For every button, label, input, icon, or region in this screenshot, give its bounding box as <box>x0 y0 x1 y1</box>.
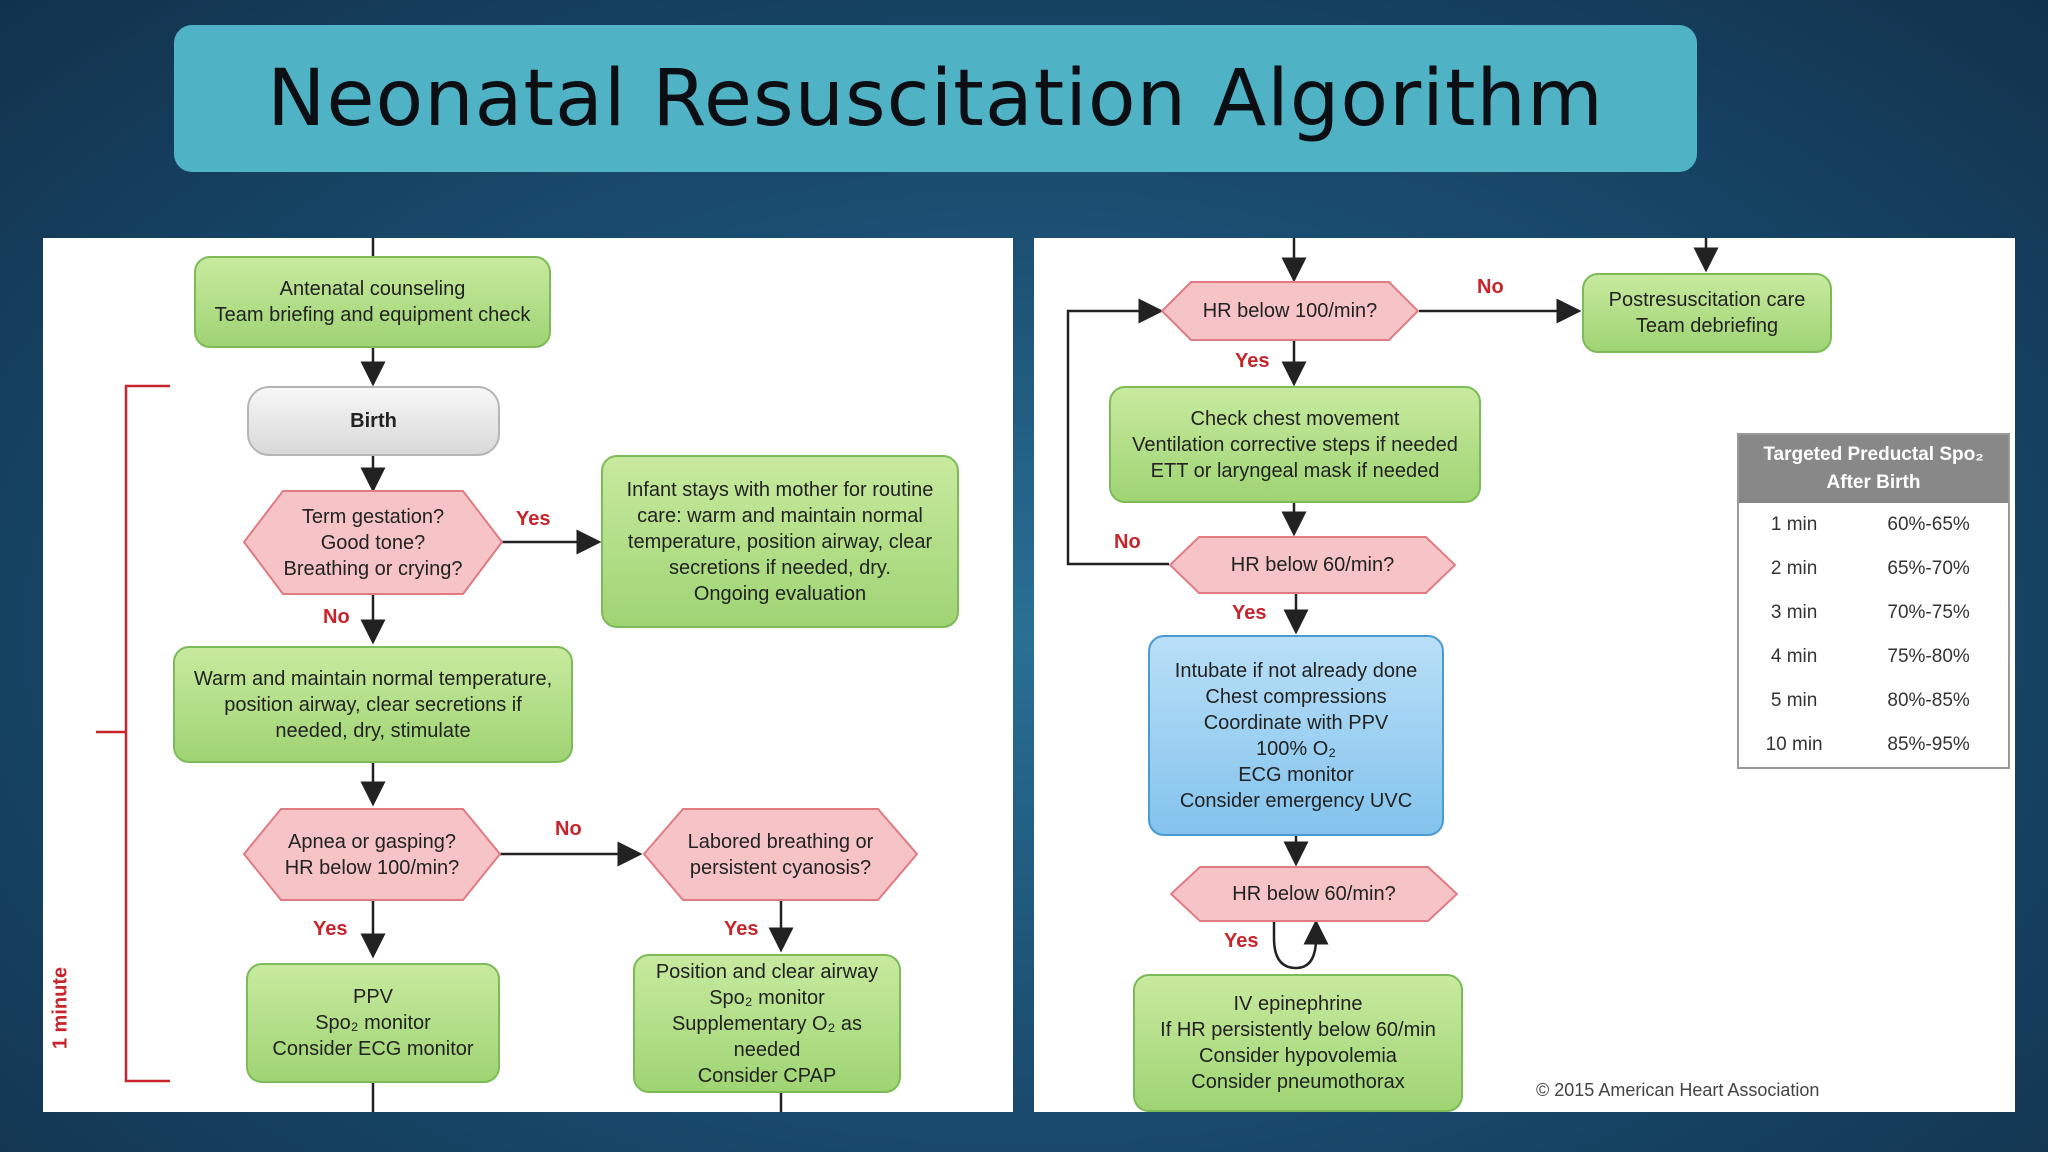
labored-line: Labored breathing or <box>687 830 874 853</box>
warm-line: position airway, clear secretions if <box>224 693 522 716</box>
tone-line: Good tone? <box>320 531 426 554</box>
table-row: 4 min 75%-80% <box>1738 635 2009 679</box>
yes-label: Yes <box>1235 350 1270 372</box>
warm-maintain-box: Warm and maintain normal temperature, po… <box>173 646 573 763</box>
right-connectors <box>1066 238 1719 970</box>
intubate-line: Intubate if not already done <box>1174 659 1418 682</box>
flowchart-right-panel: HR below 100/min? No Yes Postresuscitati… <box>1034 238 2015 1112</box>
check-line: Check chest movement <box>1190 407 1400 430</box>
infant-stays-box: Infant stays with mother for routine car… <box>601 455 959 628</box>
term-gestation-decision: Term gestation? Good tone? Breathing or … <box>243 490 503 595</box>
yes-label: Yes <box>1224 930 1259 952</box>
antenatal-counseling-box: Antenatal counseling Team briefing and e… <box>194 256 551 348</box>
intubate-line: ECG monitor <box>1238 763 1354 786</box>
table-header: Targeted Preductal Spo₂ After Birth <box>1738 434 2009 503</box>
iv-line: If HR persistently below 60/min <box>1160 1019 1436 1041</box>
breathing-line: Breathing or crying? <box>283 557 463 580</box>
no-label: No <box>323 606 350 628</box>
range-cell: 60%-65% <box>1887 514 1970 535</box>
hr60-decision-b: HR below 60/min? <box>1170 866 1458 922</box>
iv-line: IV epinephrine <box>1233 993 1363 1015</box>
infant-line: Infant stays with mother for routine <box>626 478 934 501</box>
intubate-box: Intubate if not already done Chest compr… <box>1148 635 1444 836</box>
time-cell: 1 min <box>1770 514 1818 535</box>
intubate-line: Coordinate with PPV <box>1203 711 1389 734</box>
hr100-decision: HR below 100/min? <box>1161 281 1419 341</box>
no-label: No <box>1477 276 1504 298</box>
time-cell: 2 min <box>1770 558 1818 579</box>
birth-label: Birth <box>350 410 397 432</box>
antenatal-line: Antenatal counseling <box>279 278 466 300</box>
postresus-line: Postresuscitation care <box>1608 289 1806 311</box>
position-line: Consider CPAP <box>697 1064 837 1087</box>
check-chest-box: Check chest movement Ventilation correct… <box>1109 386 1481 503</box>
term-line: Term gestation? <box>301 505 445 528</box>
hr60-label: HR below 60/min? <box>1230 554 1395 576</box>
copyright-text: © 2015 American Heart Association <box>1536 1080 1820 1100</box>
warm-line: Warm and maintain normal temperature, <box>193 667 553 690</box>
apnea-decision: Apnea or gasping? HR below 100/min? <box>243 808 501 901</box>
time-cell: 3 min <box>1770 602 1818 623</box>
position-line: Spo₂ monitor <box>709 986 825 1009</box>
position-clear-airway-box: Position and clear airway Spo₂ monitor S… <box>633 954 901 1093</box>
check-line: Ventilation corrective steps if needed <box>1132 433 1458 456</box>
range-cell: 65%-70% <box>1887 558 1970 579</box>
one-minute-label: 1 minute <box>49 966 72 1050</box>
hr100-line: HR below 100/min? <box>284 856 460 879</box>
iv-epinephrine-box: IV epinephrine If HR persistently below … <box>1133 974 1463 1112</box>
table-row: 1 min 60%-65% <box>1738 503 2009 547</box>
ppv-box: PPV Spo₂ monitor Consider ECG monitor <box>246 963 500 1083</box>
labored-breathing-decision: Labored breathing or persistent cyanosis… <box>643 808 918 901</box>
time-cell: 5 min <box>1770 690 1818 711</box>
range-cell: 75%-80% <box>1887 646 1970 667</box>
cyanosis-line: persistent cyanosis? <box>689 856 872 879</box>
iv-line: Consider pneumothorax <box>1191 1071 1405 1093</box>
one-minute-bracket <box>96 384 170 1083</box>
no-label: No <box>1114 531 1141 553</box>
table-row: 3 min 70%-75% <box>1738 591 2009 635</box>
yes-label: Yes <box>313 918 348 940</box>
hr60-decision-a: HR below 60/min? <box>1169 536 1456 594</box>
birth-box: Birth <box>247 386 500 456</box>
iv-line: Consider hypovolemia <box>1199 1045 1397 1067</box>
ppv-line: Consider ECG monitor <box>272 1038 474 1060</box>
time-cell: 10 min <box>1765 734 1823 755</box>
table-row: 2 min 65%-70% <box>1738 547 2009 591</box>
ppv-line: PPV <box>352 986 394 1008</box>
time-cell: 4 min <box>1770 646 1818 667</box>
yes-label: Yes <box>1232 602 1267 624</box>
table-header-line: Targeted Preductal Spo₂ <box>1763 444 1984 465</box>
intubate-line: 100% O₂ <box>1255 737 1337 760</box>
range-cell: 85%-95% <box>1887 734 1970 755</box>
infant-line: Ongoing evaluation <box>693 582 867 605</box>
apnea-line: Apnea or gasping? <box>288 830 456 853</box>
position-line: Position and clear airway <box>655 960 879 983</box>
warm-line: needed, dry, stimulate <box>275 719 471 742</box>
yes-label: Yes <box>516 508 551 530</box>
no-label: No <box>555 818 582 840</box>
check-line: ETT or laryngeal mask if needed <box>1150 459 1440 482</box>
yes-label: Yes <box>724 918 759 940</box>
ppv-line: Spo₂ monitor <box>315 1012 431 1034</box>
infant-line: secretions if needed, dry. <box>669 556 891 579</box>
intubate-line: Consider emergency UVC <box>1179 789 1413 812</box>
hr100-label: HR below 100/min? <box>1202 300 1378 322</box>
infant-line: temperature, position airway, clear <box>627 530 933 553</box>
targeted-spo2-table: Targeted Preductal Spo₂ After Birth 1 mi… <box>1737 433 2010 769</box>
team-briefing-line: Team briefing and equipment check <box>214 304 531 326</box>
title-banner: Neonatal Resuscitation Algorithm <box>174 25 1697 172</box>
postresuscitation-box: Postresuscitation care Team debriefing <box>1582 273 1832 353</box>
range-cell: 80%-85% <box>1887 690 1970 711</box>
hr60-label: HR below 60/min? <box>1232 883 1396 905</box>
position-line: Supplementary O₂ as needed <box>671 1012 863 1061</box>
table-row: 10 min 85%-95% <box>1738 723 2009 768</box>
table-header-line: After Birth <box>1826 472 1921 493</box>
debriefing-line: Team debriefing <box>1635 315 1779 337</box>
range-cell: 70%-75% <box>1887 602 1970 623</box>
infant-line: care: warm and maintain normal <box>637 504 923 527</box>
intubate-line: Chest compressions <box>1205 685 1387 708</box>
table-row: 5 min 80%-85% <box>1738 679 2009 723</box>
slide-title: Neonatal Resuscitation Algorithm <box>267 53 1604 144</box>
flowchart-left-panel: Antenatal counseling Team briefing and e… <box>43 238 1013 1112</box>
